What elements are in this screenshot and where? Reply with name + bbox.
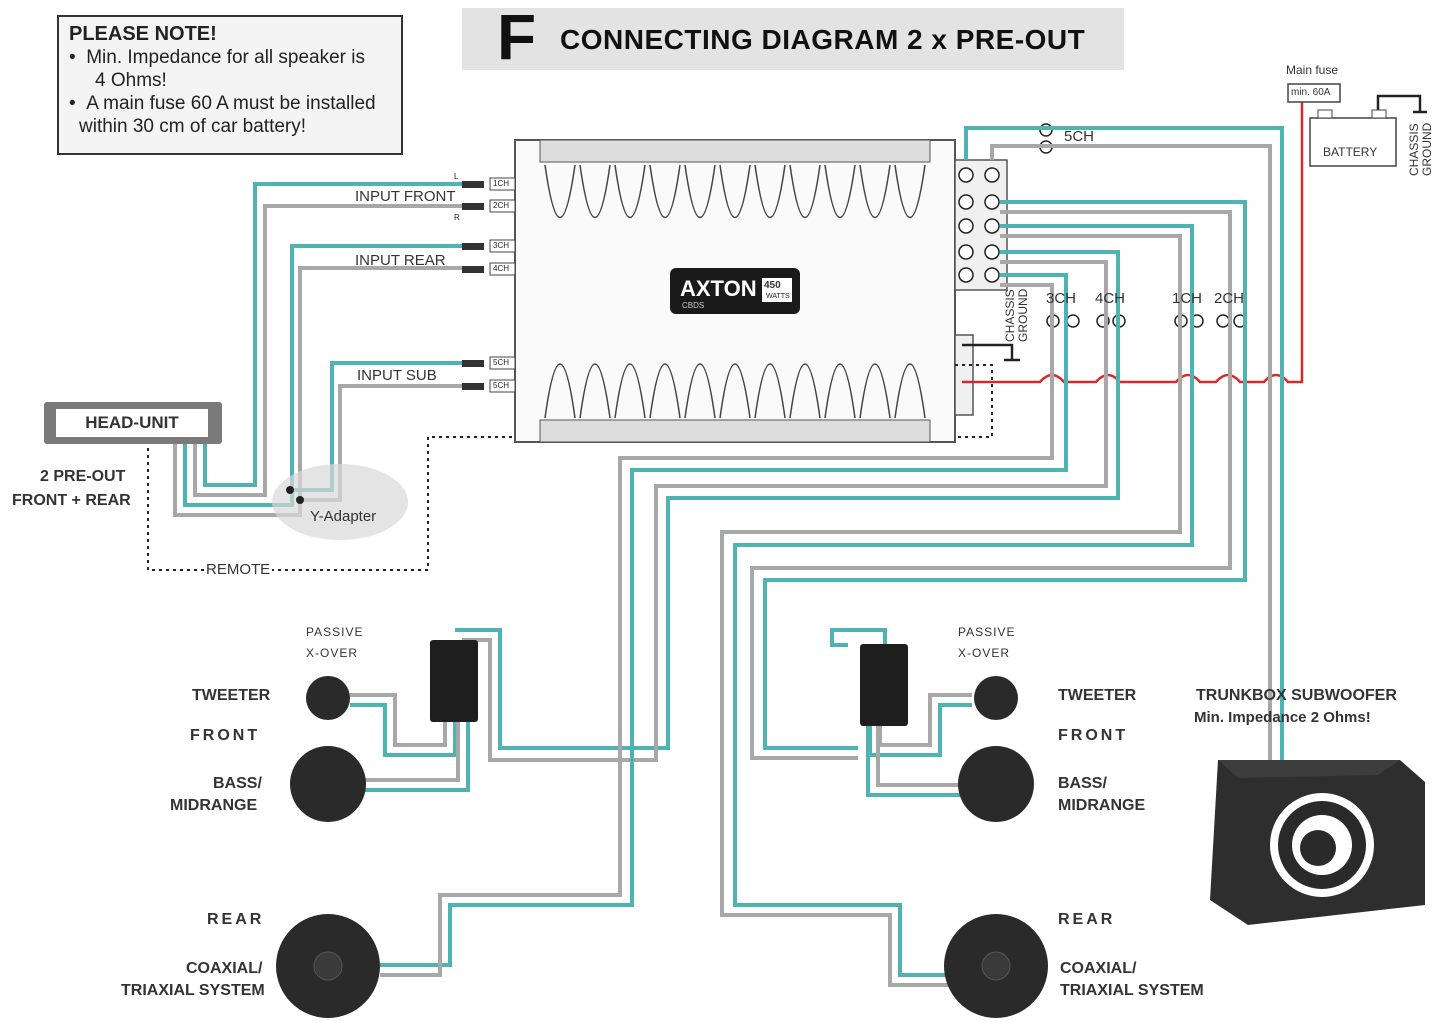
rear-left-label: REAR bbox=[207, 911, 265, 928]
coax-right-label-b: TRIAXIAL SYSTEM bbox=[1060, 982, 1204, 999]
note-box: PLEASE NOTE! • Min. Impedance for all sp… bbox=[57, 15, 403, 155]
jack-5ch-a: 5CH bbox=[493, 358, 510, 367]
main-fuse-label: Main fuse bbox=[1286, 63, 1339, 77]
battery-shape bbox=[1309, 117, 1397, 167]
amp-badge-bottom: WATTS bbox=[766, 293, 790, 300]
output-wiring bbox=[380, 126, 1284, 987]
tweeter-left bbox=[306, 676, 350, 720]
preout-label-b: FRONT + REAR bbox=[12, 492, 131, 509]
output-1ch-label: 1CH bbox=[1172, 290, 1203, 307]
note-bullet-2: • A main fuse 60 A must be installed bbox=[69, 93, 376, 114]
output-4ch-label: 4CH bbox=[1095, 290, 1126, 307]
y-adapter-label: Y-Adapter bbox=[310, 508, 377, 525]
battery-chassis-label-b: GROUND bbox=[1420, 122, 1434, 176]
amp-badge-top: 450 bbox=[764, 280, 781, 291]
bass-right-label-a: BASS/ bbox=[1058, 775, 1107, 792]
bass-midrange-left bbox=[290, 746, 366, 822]
output-3ch-label: 3CH bbox=[1046, 290, 1077, 307]
heatsink-fins-top bbox=[544, 164, 926, 218]
bass-right-label-b: MIDRANGE bbox=[1058, 797, 1146, 814]
head-unit-label: HEAD-UNIT bbox=[56, 409, 208, 437]
jack-1ch: 1CH bbox=[493, 179, 510, 188]
front-left-label: FRONT bbox=[190, 727, 261, 744]
battery-label: BATTERY bbox=[1323, 145, 1378, 159]
amp-brand: AXTON bbox=[680, 276, 757, 301]
output-2ch-label: 2CH bbox=[1214, 290, 1245, 307]
remote-label: REMOTE bbox=[204, 561, 273, 578]
note-bullet-1: • Min. Impedance for all speaker is bbox=[69, 47, 366, 68]
note-bullet-2-b: within 30 cm of car battery! bbox=[79, 116, 307, 137]
tweeter-right bbox=[974, 676, 1018, 720]
passive-xover-right-label-a: PASSIVE bbox=[958, 625, 1016, 639]
amp-chassis-ground-label: CHASSIS GROUND bbox=[1003, 288, 1030, 342]
jack-2ch: 2CH bbox=[493, 201, 510, 210]
amplifier bbox=[514, 139, 1008, 443]
jack-front-left-mark: L bbox=[454, 172, 459, 181]
tweeter-right-label: TWEETER bbox=[1058, 687, 1137, 704]
note-bullet-2-a: A main fuse 60 A must be installed bbox=[86, 93, 376, 114]
bass-midrange-right bbox=[958, 746, 1034, 822]
bass-left-label-a: BASS/ bbox=[213, 775, 262, 792]
jack-front-right-mark: R bbox=[454, 213, 460, 222]
trunkbox-subwoofer bbox=[1210, 760, 1425, 925]
preout-label-a: 2 PRE-OUT bbox=[40, 468, 126, 485]
passive-xover-left-label-b: X-OVER bbox=[306, 646, 359, 660]
amp-sub-brand: CBDS bbox=[682, 301, 705, 310]
heatsink-fins-bottom bbox=[544, 363, 926, 419]
page-title: CONNECTING DIAGRAM 2 x PRE-OUT bbox=[560, 24, 1086, 55]
subwoofer-label: TRUNKBOX SUBWOOFER bbox=[1196, 687, 1397, 704]
fuse-rating-label: min. 60A bbox=[1291, 87, 1331, 98]
rear-right-label: REAR bbox=[1058, 911, 1116, 928]
coax-left-label-b: TRIAXIAL SYSTEM bbox=[121, 982, 265, 999]
input-jacks bbox=[462, 177, 516, 393]
jack-4ch: 4CH bbox=[493, 264, 510, 273]
front-right-label: FRONT bbox=[1058, 727, 1129, 744]
y-adapter-shape bbox=[272, 464, 408, 540]
output-5ch-label: 5CH bbox=[1064, 128, 1095, 145]
battery-chassis-ground-label: CHASSIS GROUND bbox=[1407, 122, 1434, 176]
speaker-wiring bbox=[350, 628, 972, 797]
title-band bbox=[462, 8, 1124, 70]
coax-right-label-a: COAXIAL/ bbox=[1060, 960, 1137, 977]
jack-3ch: 3CH bbox=[493, 241, 510, 250]
passive-xover-left-label-a: PASSIVE bbox=[306, 625, 364, 639]
coax-left-label-a: COAXIAL/ bbox=[186, 960, 263, 977]
input-wiring bbox=[173, 182, 462, 517]
note-heading: PLEASE NOTE! bbox=[69, 23, 217, 45]
tweeter-left-label: TWEETER bbox=[192, 687, 271, 704]
subwoofer-impedance-label: Min. Impedance 2 Ohms! bbox=[1194, 709, 1371, 726]
passive-xover-left bbox=[430, 640, 478, 722]
input-front-label: INPUT FRONT bbox=[355, 188, 456, 205]
remote-wire bbox=[147, 436, 515, 571]
note-bullet-1-b: 4 Ohms! bbox=[95, 70, 167, 91]
amp-chassis-label-b: GROUND bbox=[1016, 288, 1030, 342]
input-sub-label: INPUT SUB bbox=[357, 367, 437, 384]
note-bullet-1-a: Min. Impedance for all speaker is bbox=[86, 47, 366, 68]
input-rear-label: INPUT REAR bbox=[355, 252, 446, 269]
passive-xover-right-label-b: X-OVER bbox=[958, 646, 1011, 660]
head-unit: HEAD-UNIT bbox=[44, 402, 222, 444]
passive-xover-right bbox=[860, 644, 908, 726]
diagram-letter: F bbox=[497, 1, 537, 73]
jack-5ch-b: 5CH bbox=[493, 381, 510, 390]
bass-left-label-b: MIDRANGE bbox=[170, 797, 258, 814]
